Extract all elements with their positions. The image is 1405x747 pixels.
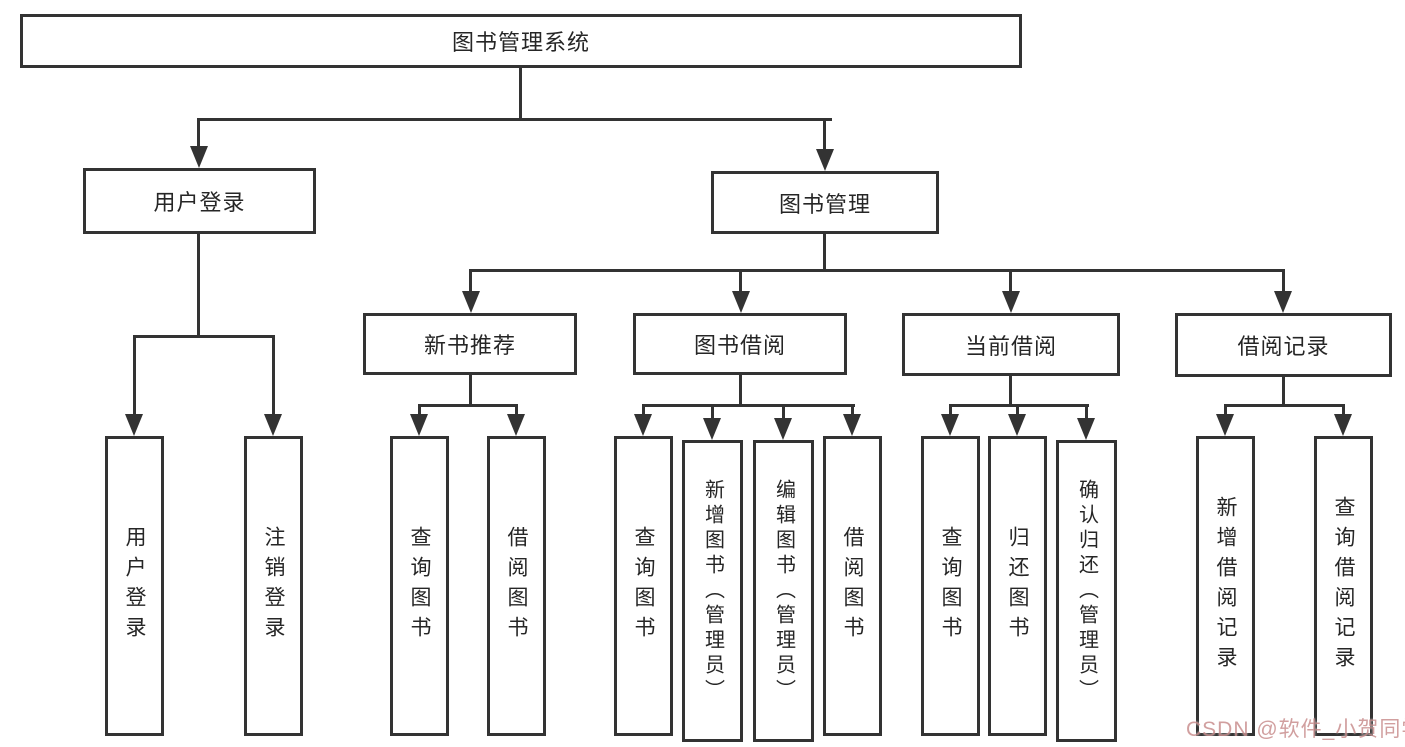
connector-line [519,68,522,120]
connector-line [133,335,136,418]
node-root: 图书管理系统 [20,14,1022,68]
node-current-borrow: 当前借阅 [902,313,1120,376]
arrow-down-icon [774,418,792,440]
leaf-label: 用户登录 [123,526,146,646]
connector-line [133,335,275,338]
leaf-bb-edit-books-admin: 编辑图书（管理员） [753,440,814,742]
connector-line [642,404,645,418]
leaf-cb-confirm-return-admin: 确认归还（管理员） [1056,440,1117,742]
connector-line [711,404,714,418]
connector-line [1224,404,1227,418]
leaf-br-query-record: 查询借阅记录 [1314,436,1373,736]
leaf-label: 编辑图书（管理员） [772,478,795,704]
arrow-down-icon [1274,291,1292,313]
connector-line [1016,404,1019,418]
connector-line [851,404,854,418]
leaf-label: 确认归还（管理员） [1075,478,1098,704]
arrow-down-icon [703,418,721,440]
connector-line [1342,404,1345,418]
connector-line [469,269,1285,272]
leaf-label: 查询借阅记录 [1332,496,1355,676]
connector-line [1085,404,1088,418]
arrow-down-icon [1334,414,1352,436]
leaf-br-add-record: 新增借阅记录 [1196,436,1255,736]
connector-line [418,404,518,407]
connector-line [949,404,952,418]
leaf-bb-add-books-admin: 新增图书（管理员） [682,440,743,742]
node-new-book-recommend: 新书推荐 [363,313,577,375]
connector-line [418,404,421,418]
arrow-down-icon [1216,414,1234,436]
leaf-label: 新增图书（管理员） [701,478,724,704]
arrow-down-icon [1008,414,1026,436]
leaf-nb-query-books: 查询图书 [390,436,449,736]
arrow-down-icon [507,414,525,436]
connector-line [1224,404,1345,407]
arrow-down-icon [462,291,480,313]
arrow-down-icon [732,291,750,313]
leaf-label: 查询图书 [408,526,431,646]
leaf-label: 借阅图书 [841,526,864,646]
arrow-down-icon [816,149,834,171]
leaf-label: 归还图书 [1006,526,1029,646]
connector-line [823,118,826,154]
arrow-down-icon [1002,291,1020,313]
connector-line [515,404,518,418]
leaf-label: 查询图书 [632,526,655,646]
connector-line [469,375,472,407]
arrow-down-icon [1077,418,1095,440]
connector-line [197,118,832,121]
connector-line [197,234,200,337]
connector-line [197,118,200,152]
arrow-down-icon [634,414,652,436]
node-book-borrow: 图书借阅 [633,313,847,375]
connector-line [469,269,472,293]
leaf-cb-query-books: 查询图书 [921,436,980,736]
watermark: CSDN @软件_小贺同学 [1186,718,1405,741]
leaf-bb-query-books: 查询图书 [614,436,673,736]
arrow-down-icon [410,414,428,436]
connector-line [739,269,742,293]
arrow-down-icon [843,414,861,436]
leaf-bb-borrow-books: 借阅图书 [823,436,882,736]
arrow-down-icon [125,414,143,436]
leaf-logout: 注销登录 [244,436,303,736]
leaf-user-login: 用户登录 [105,436,164,736]
connector-line [823,234,826,271]
arrow-down-icon [264,414,282,436]
leaf-cb-return-books: 归还图书 [988,436,1047,736]
leaf-label: 查询图书 [939,526,962,646]
node-book-management: 图书管理 [711,171,939,234]
node-user-login: 用户登录 [83,168,316,234]
leaf-label: 借阅图书 [505,526,528,646]
connector-line [642,404,855,407]
node-borrow-records: 借阅记录 [1175,313,1392,377]
connector-line [1009,375,1012,407]
arrow-down-icon [941,414,959,436]
connector-line [782,404,785,418]
connector-line [1009,269,1012,293]
connector-line [1282,269,1285,293]
connector-line [739,375,742,407]
connector-line [1282,375,1285,407]
leaf-label: 新增借阅记录 [1214,496,1237,676]
arrow-down-icon [190,146,208,168]
connector-line [272,335,275,418]
leaf-label: 注销登录 [262,526,285,646]
leaf-nb-borrow-books: 借阅图书 [487,436,546,736]
connector-line [949,404,1089,407]
